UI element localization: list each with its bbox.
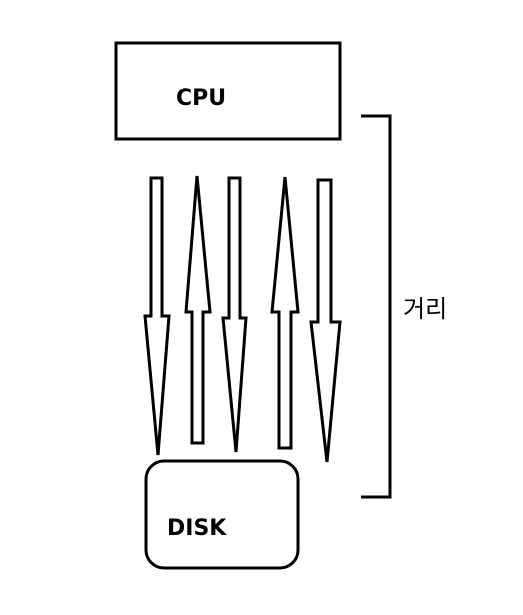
disk-label: DISK [167,516,227,541]
arrow-down-2 [221,176,248,453]
cpu-label: CPU [176,86,226,111]
distance-label: 거리 [403,295,447,323]
arrow-group [143,175,342,463]
arrow-down-1 [143,176,171,456]
arrow-up-2 [270,176,300,450]
arrow-down-3 [309,178,342,463]
disk-box [144,459,300,570]
arrow-up-1 [184,175,212,445]
cpu-box [114,41,342,141]
distance-bracket [361,114,392,499]
